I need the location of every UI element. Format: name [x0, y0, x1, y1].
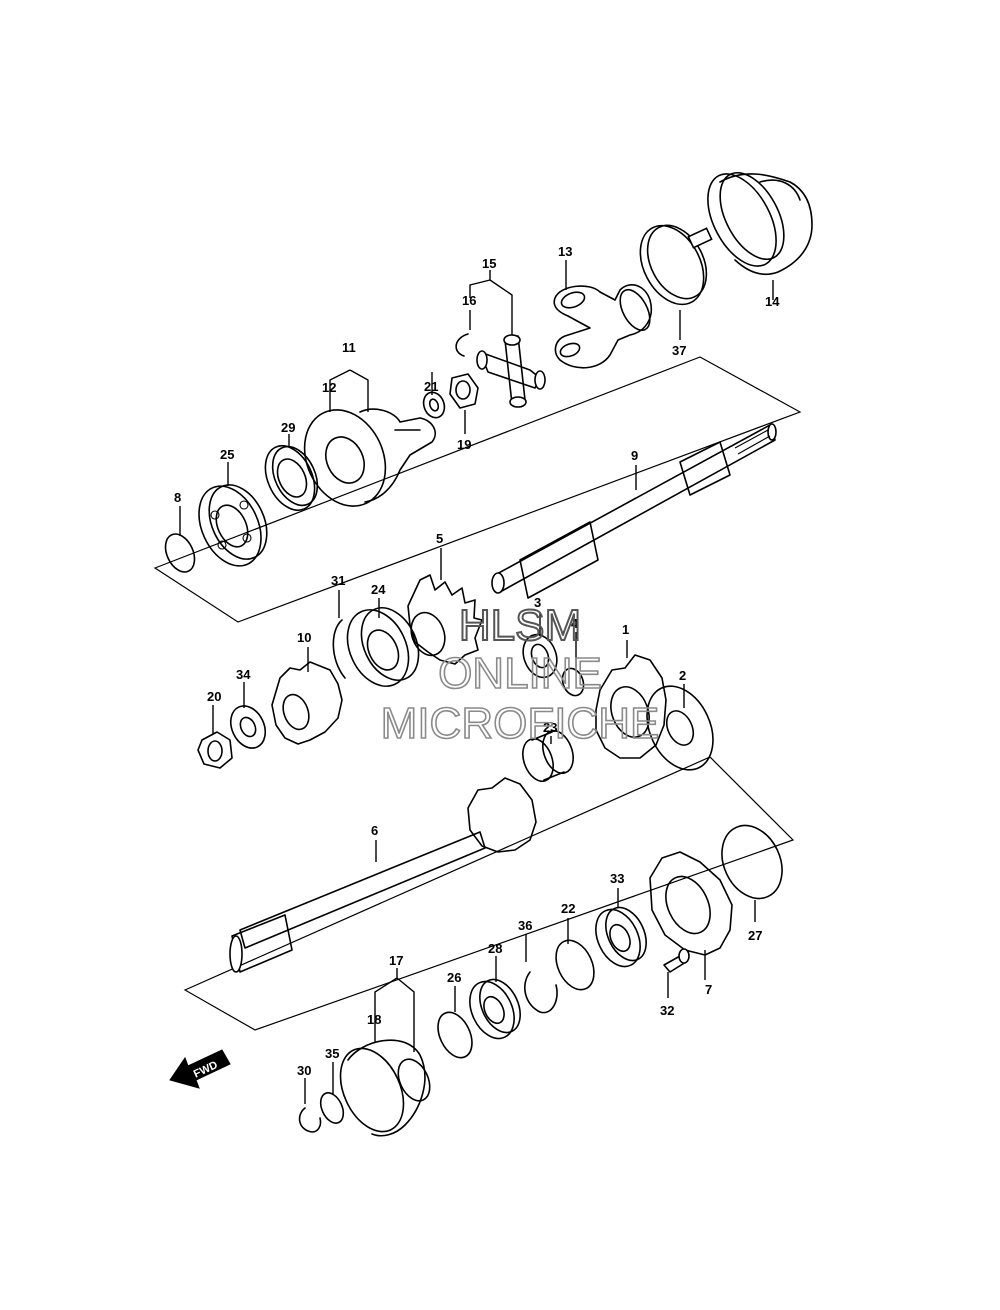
- part-13-yoke: [553, 284, 652, 369]
- callout-33: 33: [610, 871, 624, 886]
- part-3-bearing: [522, 633, 558, 679]
- callout-16: 16: [462, 293, 476, 308]
- part-6-drive-shaft: [229, 777, 537, 973]
- leader-lines: [179, 260, 774, 1104]
- callout-30: 30: [297, 1063, 311, 1078]
- part-22-ring: [555, 939, 595, 991]
- part-31-circlip: [332, 619, 346, 679]
- callout-27: 27: [748, 928, 762, 943]
- part-32-bolt: [663, 948, 690, 973]
- part-35-ring: [319, 1092, 345, 1124]
- part-34-washer: [229, 705, 267, 749]
- callout-14: 14: [765, 294, 780, 309]
- part-20-nut: [197, 731, 233, 769]
- callout-2: 2: [679, 668, 686, 683]
- watermark-line-1: HLSM: [459, 601, 581, 650]
- callout-labels: 1 2 3 4 5 6 7 8 9 10 11 12 13 14 15 16 1…: [174, 244, 780, 1078]
- part-29-seal: [264, 445, 319, 511]
- callout-23: 23: [543, 720, 557, 735]
- part-33-bearing: [595, 906, 647, 968]
- part-30-clip: [298, 1107, 322, 1133]
- lower-assembly-plane: [183, 756, 795, 1031]
- callout-36: 36: [518, 918, 532, 933]
- callout-1: 1: [622, 622, 629, 637]
- callout-20: 20: [207, 689, 221, 704]
- callout-8: 8: [174, 490, 181, 505]
- callout-6: 6: [371, 823, 378, 838]
- callout-17: 17: [389, 953, 403, 968]
- callout-28: 28: [488, 941, 502, 956]
- part-16-snap-ring: [455, 333, 469, 357]
- upper-assembly-plane: [153, 356, 802, 623]
- callout-35: 35: [325, 1046, 339, 1061]
- part-10-pinion-gear: [271, 661, 343, 745]
- callout-21: 21: [424, 379, 438, 394]
- part-23-needle-bearing: [522, 729, 574, 783]
- callout-22: 22: [561, 901, 575, 916]
- callout-25: 25: [220, 447, 234, 462]
- callout-9: 9: [631, 448, 638, 463]
- part-11-flange-yoke: [303, 408, 436, 507]
- part-28-seal: [469, 978, 521, 1040]
- part-15-spider: [476, 334, 546, 408]
- part-14-boot: [707, 171, 813, 276]
- fwd-arrow-icon: FWD: [169, 1049, 231, 1089]
- part-1-bevel-gear: [595, 654, 667, 759]
- callout-12: 12: [322, 380, 336, 395]
- callout-34: 34: [236, 667, 251, 682]
- callout-26: 26: [447, 970, 461, 985]
- callout-11: 11: [342, 340, 356, 355]
- part-19-nut: [449, 373, 479, 409]
- callout-4: 4: [571, 616, 579, 631]
- part-4-washer: [561, 667, 585, 697]
- callout-31: 31: [331, 573, 345, 588]
- callout-18: 18: [367, 1012, 381, 1027]
- part-21-washer: [422, 391, 446, 419]
- part-27-o-ring: [721, 824, 783, 900]
- callout-13: 13: [558, 244, 572, 259]
- part-2-shim: [646, 685, 714, 771]
- part-25-bearing: [198, 484, 268, 567]
- part-24-needle-bearing: [346, 607, 420, 687]
- callout-3: 3: [534, 595, 541, 610]
- part-8-circlip: [164, 533, 196, 573]
- callout-24: 24: [371, 582, 386, 597]
- part-37-clamp: [639, 224, 713, 306]
- part-7-housing: [649, 851, 733, 956]
- callout-7: 7: [705, 982, 712, 997]
- part-36-snap-ring: [524, 971, 558, 1014]
- callout-15: 15: [482, 256, 496, 271]
- part-9-shaft: [491, 423, 777, 599]
- part-26-ring: [437, 1011, 473, 1059]
- callout-5: 5: [436, 531, 443, 546]
- callout-32: 32: [660, 1003, 674, 1018]
- part-18-bearing-cup: [339, 1039, 431, 1137]
- callout-19: 19: [457, 437, 471, 452]
- callout-29: 29: [281, 420, 295, 435]
- watermark-line-2: ONLINE: [438, 649, 602, 698]
- watermark: HLSM ONLINE MICROFICHE: [380, 600, 660, 749]
- watermark-line-3: MICROFICHE: [381, 699, 660, 748]
- callout-37: 37: [672, 343, 686, 358]
- callout-10: 10: [297, 630, 311, 645]
